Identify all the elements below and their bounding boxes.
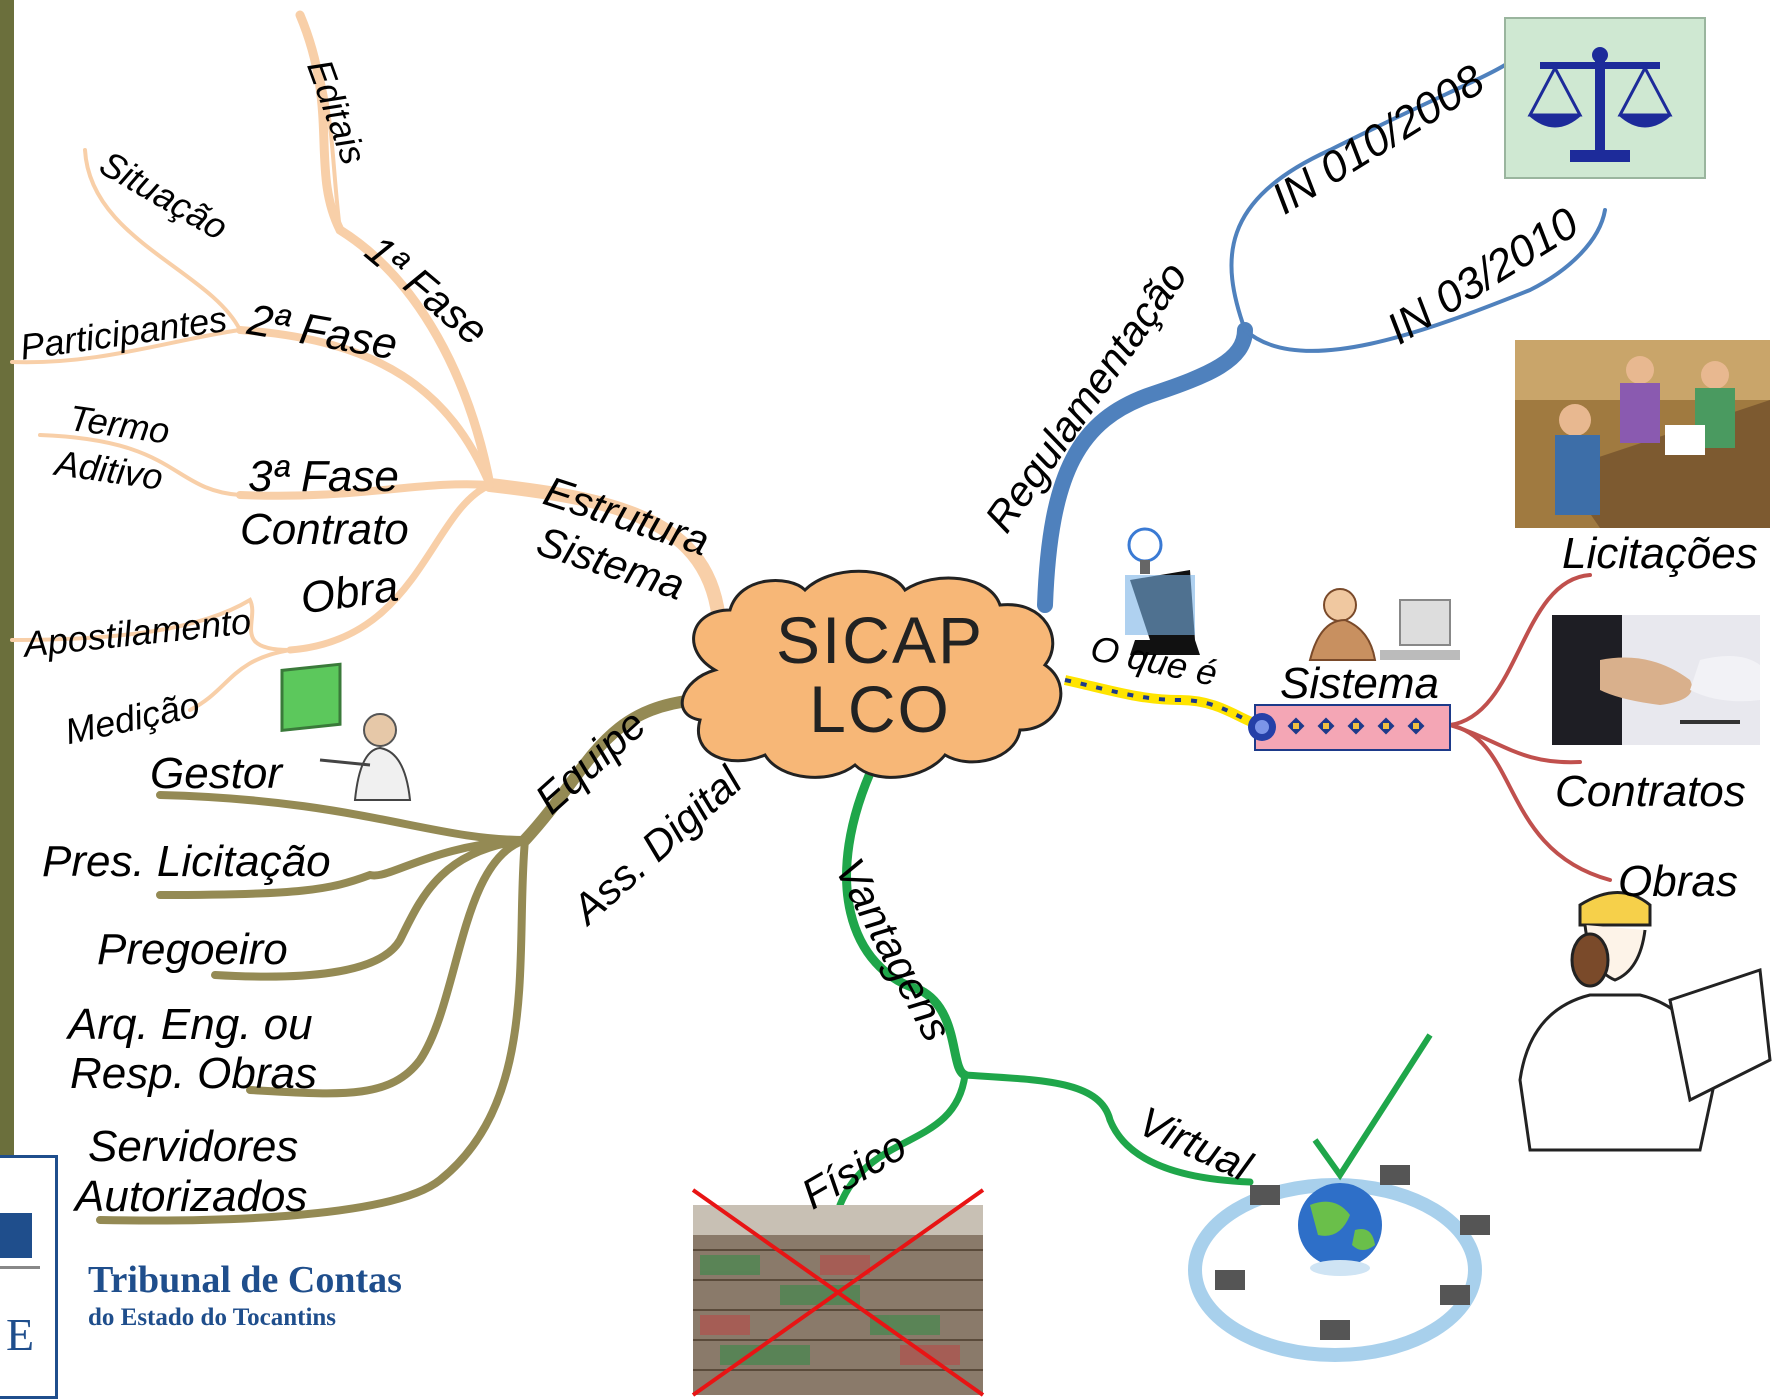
branch-arq [246,836,529,1098]
scales-of-justice-icon [1504,17,1706,179]
label-pregoeiro[interactable]: Pregoeiro [97,925,288,974]
branch-servidores [96,836,529,1225]
branch-pres [156,836,529,899]
label-contratos[interactable]: Contratos [1555,767,1746,816]
office-worker-icon [1308,588,1460,661]
center-line1: SICAP [775,602,985,677]
branch-licitacoes [1448,573,1592,727]
branch-fisico [836,1071,969,1209]
branch-editais [298,13,342,232]
branch-apostilamento [10,597,292,652]
branch-in2010 [1243,208,1607,353]
label-serv2[interactable]: Autorizados [75,1172,308,1221]
network-globe-picture [1188,1165,1490,1362]
label-gestor[interactable]: Gestor [150,749,283,798]
branch-gestor [156,791,529,844]
branch-regulamentacao [1037,322,1253,613]
meeting-picture [1515,340,1770,528]
presenter-picture [280,662,412,801]
label-obras[interactable]: Obras [1618,857,1738,906]
center-node[interactable]: SICAP LCO [690,590,1070,760]
branch-vantagens [842,757,970,1080]
branch-fase2 [236,326,494,489]
handshake-picture [1552,615,1760,745]
label-sistema[interactable]: Sistema [1280,659,1439,708]
label-fase3[interactable]: 3ª Fase [248,452,399,501]
label-arq2[interactable]: Resp. Obras [70,1049,317,1098]
tce-logo-title: Tribunal de Contas [88,1259,402,1301]
branch-pregoeiro [211,836,529,981]
slide-left-border [0,0,14,1399]
engineer-picture [1518,891,1772,1152]
sistema-banner-icon [1248,704,1451,751]
check-mark-icon [1312,1033,1433,1181]
branch-fase3 [236,480,494,500]
center-line2: LCO [809,672,951,746]
label-serv1[interactable]: Servidores [88,1122,299,1171]
center-node-text: SICAP LCO [690,590,1070,760]
branch-participantes [10,328,242,365]
cross-mark-icon [691,1188,985,1397]
label-licitacoes[interactable]: Licitações [1562,529,1758,578]
branch-in2008 [1229,63,1507,332]
branch-estrutura [483,478,727,647]
connector-rope [1063,675,1262,730]
label-contrato[interactable]: Contrato [240,505,409,554]
branch-virtual [961,1071,1254,1186]
label-arq1[interactable]: Arq. Eng. ou [68,1000,313,1049]
branch-termo [38,433,242,497]
branch-obra [286,481,494,654]
branch-situacao [83,148,242,332]
tce-logo-subtitle: do Estado do Tocantins [88,1304,337,1331]
label-pres[interactable]: Pres. Licitação [42,837,331,886]
branch-medicao [188,648,292,712]
tce-logo-mark: E [0,1155,58,1399]
thinker-lightbulb-icon [1125,527,1200,655]
branch-equipe [519,694,701,846]
branch-obras [1448,723,1612,882]
center-cloud [680,569,1063,779]
